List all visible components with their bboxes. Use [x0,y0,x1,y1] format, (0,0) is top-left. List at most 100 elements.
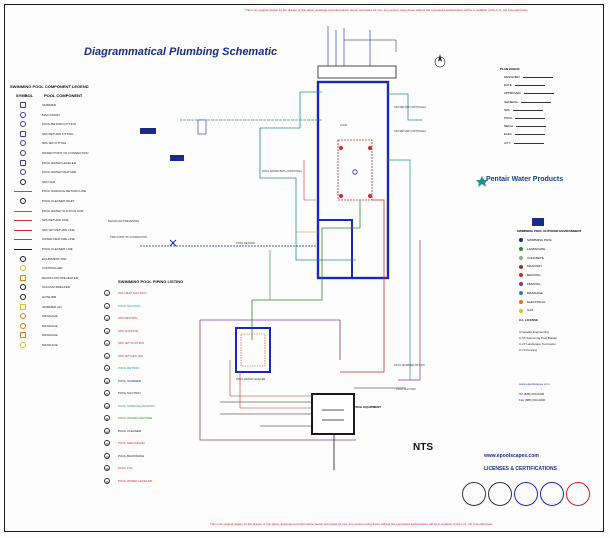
spa-return-line [388,93,422,121]
drawing-frame [4,4,604,532]
plan-check-blank[interactable] [515,118,546,119]
legend-label: WATER FEATURE LINE [42,237,75,242]
environment-row: CONCRETE [519,256,544,260]
vacuum-breaker-icon [20,284,26,291]
legend-col-component: POOL COMPONENT [44,93,83,98]
pool-equipment-label: POOL EQUIPMENT [354,405,382,409]
piping-row: 6 SPA JET RETURN [104,352,196,361]
environment-swatch [519,291,523,295]
legend-row: POOL RETURN FITTING [8,121,88,129]
plan-check-blank[interactable] [523,93,554,95]
plan-check-blank[interactable] [521,101,552,103]
legend-label: POOL WATER SUCTION LINE [42,208,84,213]
contact-url[interactable]: www.epoolscapes.com [519,382,550,386]
plan-check-label: DESIGNER [504,75,520,79]
environment-label: DRAINAGE [527,290,543,295]
license-seal-2 [488,482,512,506]
piping-number: 12 [104,427,110,434]
supply-valve [169,239,177,247]
piping-label: POOL WATER LEVELER [118,478,152,483]
plan-check-label: CITY [504,140,511,145]
pentair-logo: Pentair Water Products [486,176,564,183]
license-a: C-53 Swimming Pool Builder [519,336,558,340]
legend-row: SKIMMER [8,102,88,110]
plan-check-line: DESIGNER [504,75,553,79]
piping-label: POOL SKIMMER [118,378,142,383]
environment-row: LANDSCAPE [519,247,545,251]
pool-coping-box [317,65,397,79]
environment-swatch [519,247,523,251]
environment-row: GAS [519,308,533,313]
piping-number: 10 [104,402,110,409]
skimmer-lid-icon [20,303,26,310]
copyright-note-bottom: This is an original design by the drawer… [210,522,493,526]
plan-check-blank[interactable] [514,85,545,87]
spa-jet-icon [20,140,26,147]
piping-label: POOL FILL [118,466,134,470]
website-link[interactable]: www.epoolscapes.com [484,453,539,459]
plan-check-blank[interactable] [522,77,553,78]
legend-row: WATER POINT OF CONNECTION [8,150,88,158]
plan-check-blank[interactable] [512,109,543,111]
licenses-title: LICENSES & CERTIFICATIONS [484,466,557,472]
main-drain [352,169,358,175]
drainage-line [388,159,411,380]
plan-check-blank[interactable] [513,142,544,144]
label-pool-suction: POOL SUCTION [396,388,416,391]
backflow-icon [20,274,26,281]
piping-title: SWIMMING POOL PIPING LISTING [118,279,184,284]
plan-check-line: ELEC [504,132,545,136]
company-name: A Nevada Engineering [519,330,549,334]
suction-line [14,210,32,212]
spa-jet-1 [339,146,343,150]
label-pool-return: POOL RETURN [236,242,255,245]
plan-check-blank[interactable] [515,126,546,128]
plan-check-label: POOL [504,116,513,120]
remote-icon [197,119,207,135]
license-c: C-13 Fencing [519,348,538,352]
piping-number: 6 [104,352,110,359]
environment-swatch [519,308,523,313]
piping-label: POOL SUCTION [118,303,141,308]
piping-number: 4 [104,327,110,334]
piping-label: SPA JET RETURN [118,353,144,358]
environment-swatch [519,299,523,304]
piping-number: 8 [104,377,110,384]
piping-number: 13 [104,440,110,446]
plan-check-blank[interactable] [514,134,545,136]
controller-icon [20,265,26,272]
legend-row: SPA RETURN FITTING [8,130,88,139]
legend-row: SPA JET RETURN LINE [8,227,88,235]
legend-row: SPA DAM [8,178,88,187]
leveler-inner [240,333,266,367]
legend-row: BACKFLOW PREVENTER [8,274,88,283]
label-pool-water-bath: POOL WATER BATH (OPTIONAL) [262,170,302,173]
spa-jet-4 [368,194,372,198]
spa-dam-icon [20,178,26,185]
nts-label: NTS [413,442,433,453]
piping-label: SPA HEAT SUCTION [118,291,147,295]
environment-label: MASONRY [527,264,543,269]
label-spa-return-1: SPA RETURN (OPTIONAL) [394,130,426,133]
leveler-icon [20,159,26,166]
surface-return-line [14,191,32,193]
skimmer-icon [20,102,26,108]
pentair-tag-icon [140,128,156,134]
environment-swatch [519,273,523,278]
main-drain-icon [20,111,26,118]
legend-row: POOL CLEANER INLET [8,198,88,206]
spa-jet-line [14,229,32,231]
cleaner-line [14,249,32,250]
spa-loop-line [303,160,316,201]
plan-check-label: APPROVED [504,91,521,96]
piping-number: 14 [104,452,110,459]
environment-row: FENCING [519,282,541,287]
legend-row: EQUIPMENT PAD [8,255,88,264]
environment-label: DECKING [527,273,541,278]
